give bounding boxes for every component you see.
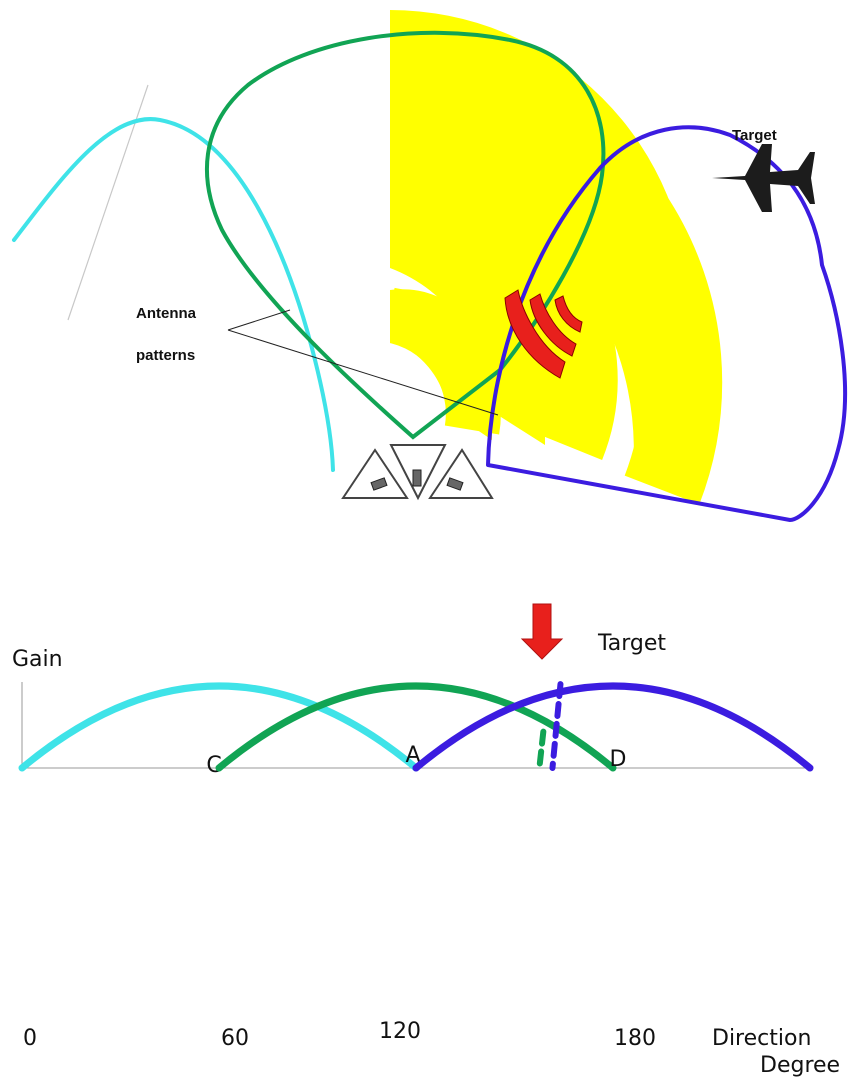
red-down-arrow-icon xyxy=(520,603,564,660)
series-d-curve xyxy=(412,682,814,772)
x-axis-label-line1: Direction xyxy=(712,1026,811,1051)
antenna-label-line1: Antenna xyxy=(136,305,197,322)
green-antenna-pattern xyxy=(205,30,606,440)
series-a-curve xyxy=(215,682,617,772)
jet-icon xyxy=(712,144,815,212)
x-tick-label: 180 xyxy=(614,1026,656,1051)
x-tick-label: 120 xyxy=(379,1019,421,1044)
antenna-array-icon xyxy=(341,444,494,501)
x-tick-label: 60 xyxy=(221,1026,249,1051)
wave-bands xyxy=(384,42,723,505)
x-tick-label: 0 xyxy=(23,1026,37,1051)
jammer-icon xyxy=(504,289,583,379)
antenna-label-line2: patterns xyxy=(136,347,195,364)
series-c-label: C xyxy=(206,753,221,778)
x-axis-label-line2: Degree xyxy=(760,1053,840,1078)
dotted-marker-d xyxy=(549,681,564,771)
y-axis-label: Gain xyxy=(12,647,63,672)
faint-guide-line xyxy=(67,84,149,321)
gain-chart: C A D Target Gain 0 60 120 180 Direction Degr… xyxy=(12,603,840,1078)
dotted-marker-a xyxy=(536,728,547,771)
series-d-label: D xyxy=(610,747,627,772)
cyan-antenna-pattern xyxy=(12,117,335,472)
antenna-pointer-lines xyxy=(227,309,499,416)
chart-target-label: Target xyxy=(597,631,666,656)
target-label: Target xyxy=(732,127,777,144)
top-diagram: Target Antenna patterns xyxy=(12,5,848,522)
series-a-label: A xyxy=(405,743,420,768)
series-c-curve xyxy=(18,682,420,772)
